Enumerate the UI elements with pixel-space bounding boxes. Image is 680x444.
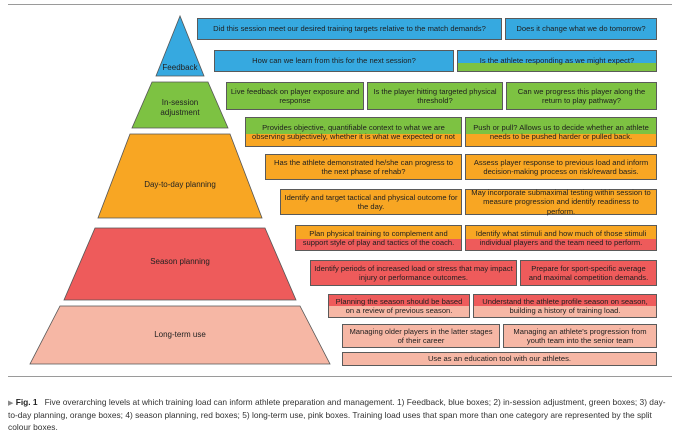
feedback-box-training-targets: Did this session meet our desired traini… <box>197 18 502 40</box>
split-box-objective-context: Provides objective, quantifiable context… <box>245 117 462 147</box>
pyramid-level-in-session <box>131 81 229 129</box>
level-label-feedback: Feedback <box>162 63 198 72</box>
split-box-athlete-profile: Understand the athlete profile season on… <box>473 294 657 318</box>
split-box-plan-physical-training: Plan physical training to complement and… <box>295 225 462 251</box>
feedback-box-change-tomorrow: Does it change what we do tomorrow? <box>505 18 657 40</box>
day-box-submaximal-testing: May incorporate submaximal testing withi… <box>465 188 657 216</box>
in-session-box-return-to-play: Can we progress this player along the re… <box>506 82 657 110</box>
pyramid-level-season <box>63 227 297 301</box>
level-label-season: Season planning <box>150 257 210 266</box>
caption-text: Five overarching levels at which trainin… <box>8 397 666 433</box>
pyramid-level-feedback <box>155 14 205 77</box>
level-label-in-session: In-session adjustment <box>160 98 200 117</box>
feedback-box-learn-next-session: How can we learn from this for the next … <box>214 50 454 72</box>
split-box-athlete-responding: Is the athlete responding as we might ex… <box>457 50 657 72</box>
long-term-box-youth-progression: Managing an athlete's progression from y… <box>503 324 657 348</box>
top-rule <box>8 4 672 5</box>
day-box-next-phase-rehab: Has the athlete demonstrated he/she can … <box>265 154 462 180</box>
in-session-box-live-feedback: Live feedback on player exposure and res… <box>226 82 364 110</box>
long-term-box-education-tool: Use as an education tool with our athlet… <box>342 352 657 366</box>
bottom-rule <box>8 376 672 377</box>
level-label-day-to-day: Day-to-day planning <box>144 180 216 189</box>
pyramid-level-day-to-day <box>97 133 263 219</box>
pyramid <box>29 14 331 365</box>
season-box-competition-demands: Prepare for sport-specific average and m… <box>520 260 657 286</box>
split-box-identify-stimuli: Identify what stimuli and how much of th… <box>465 225 657 251</box>
season-box-increased-load: Identify periods of increased load or st… <box>310 260 517 286</box>
caption-fig-label: Fig. 1 <box>15 397 38 407</box>
split-box-planning-season: Planning the season should be based on a… <box>328 294 470 318</box>
figure-caption: ▶ Fig. 1 Five overarching levels at whic… <box>8 396 672 434</box>
split-box-push-or-pull: Push or pull? Allows us to decide whethe… <box>465 117 657 147</box>
level-label-long-term: Long-term use <box>154 330 206 339</box>
caption-marker-icon: ▶ <box>8 400 14 407</box>
pyramid-level-long-term <box>29 305 331 365</box>
training-load-pyramid-diagram: Feedback In-session adjustment Day-to-da… <box>8 4 672 377</box>
day-box-assess-player-response: Assess player response to previous load … <box>465 154 657 180</box>
day-box-tactical-physical-outcome: Identify and target tactical and physica… <box>280 189 462 215</box>
in-session-box-physical-threshold: Is the player hitting targeted physical … <box>367 82 503 110</box>
long-term-box-older-players: Managing older players in the latter sta… <box>342 324 500 348</box>
